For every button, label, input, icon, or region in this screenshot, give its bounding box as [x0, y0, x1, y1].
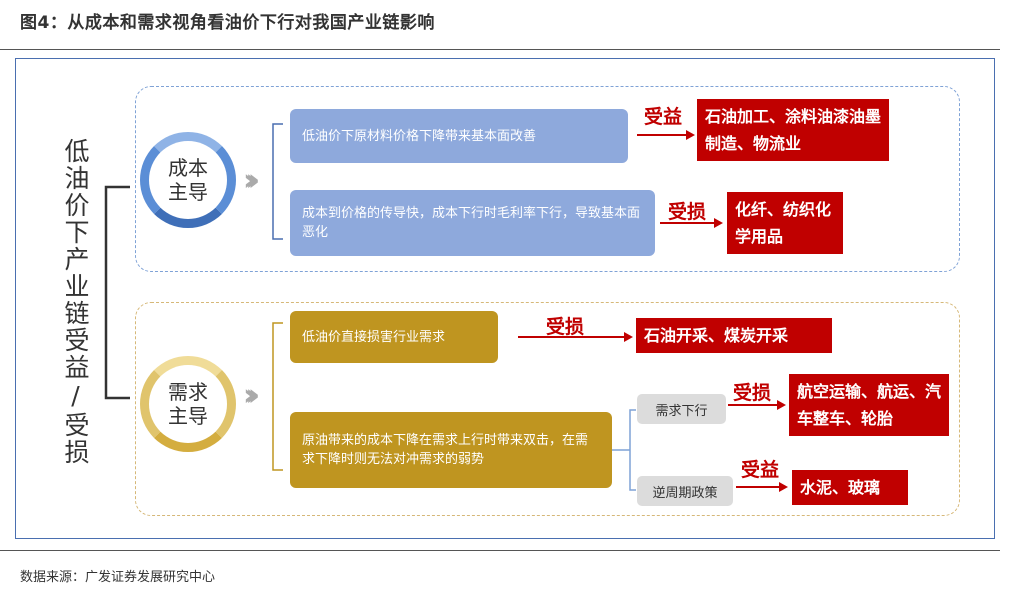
demand-circle-line1: 需求 [168, 380, 208, 404]
demand-circle-line2: 主导 [168, 404, 208, 428]
group2-brace [272, 322, 283, 471]
effect-tag: 受益 [741, 459, 780, 481]
top-rule [0, 49, 1000, 50]
branch-brace [629, 409, 636, 491]
cost-item-2-text: 成本到价格的传导快，成本下行时毛利率下行，导致基本面恶化 [302, 206, 641, 240]
cost-item-2: 成本到价格的传导快，成本下行时毛利率下行，导致基本面恶化 [290, 190, 655, 256]
industry-box: 水泥、玻璃 [792, 470, 908, 505]
arrow-line [518, 336, 625, 338]
root-brace [104, 185, 130, 400]
demand-item-1: 低油价直接损害行业需求 [290, 311, 498, 363]
demand-item-1-text: 低油价直接损害行业需求 [302, 329, 446, 345]
industry-box: 石油加工、涂料油漆油墨制造、物流业 [697, 99, 889, 161]
industry-box: 航空运输、航运、汽车整车、轮胎 [789, 374, 949, 436]
effect-tag: 受损 [546, 316, 585, 338]
arrow-right-icon [714, 218, 723, 228]
group1-brace [272, 123, 283, 240]
arrow-right-icon [779, 482, 788, 492]
arrow-line [660, 222, 715, 224]
effect-tag: 受益 [644, 106, 683, 128]
chevron-right-icon: ››› [243, 378, 260, 413]
arrow-line [637, 134, 687, 136]
branch-label: 逆周期政策 [637, 476, 733, 506]
bottom-rule [0, 550, 1000, 551]
cost-driven-circle: 成本 主导 [140, 132, 236, 228]
chevron-right-icon: ››› [243, 163, 260, 198]
arrow-right-icon [624, 332, 633, 342]
branch-label: 需求下行 [637, 394, 726, 424]
arrow-right-icon [686, 130, 695, 140]
demand-item-2-text: 原油带来的成本下降在需求上行时带来双击，在需求下降时则无法对冲需求的弱势 [302, 433, 589, 467]
root-label: 低油价下产业链受益/受损 [61, 138, 90, 466]
cost-item-1-text: 低油价下原材料价格下降带来基本面改善 [302, 128, 537, 144]
demand-panel [135, 302, 960, 516]
demand-item-2: 原油带来的成本下降在需求上行时带来双击，在需求下降时则无法对冲需求的弱势 [290, 412, 612, 488]
cost-circle-line1: 成本 [168, 156, 208, 180]
source-note: 数据来源：广发证券发展研究中心 [20, 570, 216, 585]
arrow-line [736, 486, 780, 488]
diagram-frame [15, 58, 995, 539]
cost-circle-line2: 主导 [168, 180, 208, 204]
figure-title: 图4：从成本和需求视角看油价下行对我国产业链影响 [20, 13, 435, 33]
cost-item-1: 低油价下原材料价格下降带来基本面改善 [290, 109, 628, 163]
industry-box: 化纤、纺织化学用品 [727, 192, 843, 254]
effect-tag: 受损 [733, 382, 772, 404]
industry-box: 石油开采、煤炭开采 [636, 318, 832, 353]
cost-panel [135, 86, 960, 272]
effect-tag: 受损 [668, 201, 707, 223]
arrow-line [728, 404, 778, 406]
demand-driven-circle: 需求 主导 [140, 356, 236, 452]
arrow-right-icon [777, 400, 786, 410]
